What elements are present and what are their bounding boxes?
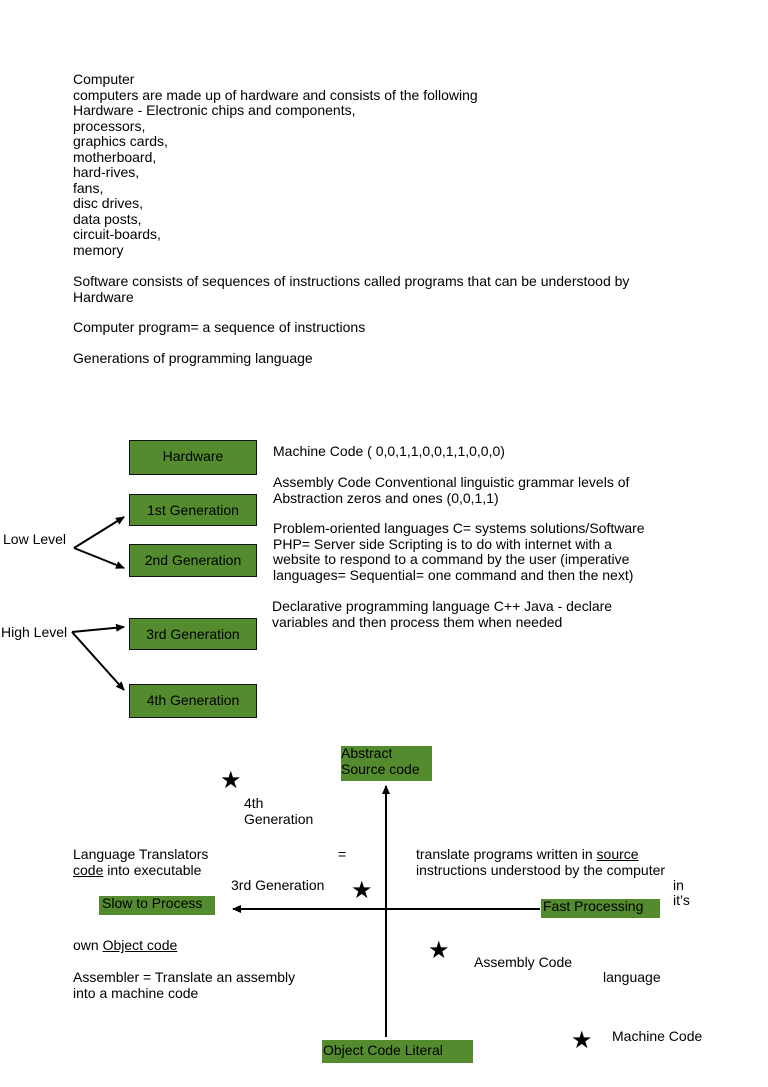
software-line-2: Hardware [73,288,134,305]
problem-desc-line: PHP= Server side Scripting is to do with… [273,535,612,552]
high-level-arrow-1 [71,623,125,633]
assembler-line: Assembler = Translate an assembly [73,969,296,985]
intro-line: processors, [73,117,146,134]
assembly-desc: Assembly Code Conventional linguistic gr… [273,474,630,506]
gen3-label: 3rd Generation [231,877,325,893]
abstract-source-box: Abstract Source code [341,745,432,781]
high-level-label: High Level [1,624,68,640]
gen4-box: 4th Generation [129,684,257,718]
translators-equals: = [338,846,347,862]
slow-to-process-box: Slow to Process [99,895,215,915]
assembly-desc-line: Assembly Code Conventional linguistic gr… [273,474,630,490]
intro-line: data posts, [73,210,142,227]
generations-heading: Generations of programming language [73,350,313,366]
intro-line: fans, [73,179,104,196]
intro-line: memory [73,241,124,258]
its-word: it’s [673,892,690,908]
into-executable: into executable [103,861,202,878]
declarative-desc-line: variables and then process them when nee… [272,613,563,630]
gen1-box: 1st Generation [129,494,257,526]
own-object-code: own Object code [73,937,178,954]
translate-text: translate programs written in [416,846,597,862]
assembly-desc-line: Abstraction zeros and ones (0,0,1,1) [273,489,499,506]
low-level-arrow-2 [73,547,125,569]
assembler-definition: Assembler = Translate an assembly into a… [73,969,296,1001]
problem-desc-line: Problem-oriented languages C= systems so… [273,520,645,536]
star-icon: ★ [571,1027,593,1054]
software-definition: Software consists of sequences of instru… [73,273,630,305]
object-code-literal-box: Object Code Literal [322,1040,473,1063]
assembler-line: into a machine code [73,984,199,1001]
intro-line: Computer [73,71,135,87]
language-word: language [603,969,661,985]
intro-line: Hardware - Electronic chips and componen… [73,102,356,118]
source-code-label: Source code [341,760,420,777]
translators-right-line-2: instructions understood by the computer [416,861,666,878]
source-word: source [596,846,639,862]
gen4-label: 4th Generation [244,795,314,827]
own-word: own [73,937,103,953]
high-level-arrow-2 [71,631,125,691]
gen4-label-line: 4th [244,795,264,811]
machine-code-desc: Machine Code ( 0,0,1,1,0,0,1,1,0,0,0) [273,443,505,459]
gen3-box: 3rd Generation [129,618,257,650]
code-word: code [73,861,104,878]
low-level-label: Low Level [3,531,67,547]
star-icon: ★ [428,937,450,964]
software-line-1: Software consists of sequences of instru… [73,273,630,289]
translators-left: Language Translators code into executabl… [73,846,209,879]
problem-desc-line: languages= Sequential= one command and t… [273,566,634,583]
gen4-label-line: Generation [244,810,314,827]
object-code-word: Object code [102,937,178,953]
declarative-desc: Declarative programming language C++ Jav… [272,598,613,630]
intro-line: hard-rives, [73,164,140,180]
problem-oriented-desc: Problem-oriented languages C= systems so… [273,520,645,583]
program-definition: Computer program= a sequence of instruct… [73,319,366,335]
translators-right-line-1: translate programs written in source [416,846,665,863]
star-icon: ★ [351,877,373,904]
translators-title: Language Translators [73,846,209,862]
problem-desc-line: website to respond to a command by the u… [273,551,630,567]
abstract-label: Abstract [341,745,393,761]
declarative-desc-line: Declarative programming language C++ Jav… [272,598,613,614]
hardware-box: Hardware [129,440,257,475]
intro-line: disc drives, [73,195,144,211]
assembly-code-label: Assembly Code [474,954,573,970]
in-word: in [673,877,684,893]
intro-line: graphics cards, [73,133,168,149]
intro-line: circuit-boards, [73,226,161,242]
intro-line: computers are made up of hardware and co… [73,86,478,103]
star-icon: ★ [220,767,242,794]
intro-list: Computer computers are made up of hardwa… [73,71,478,258]
intro-line: motherboard, [73,148,157,165]
translators-line-2: code into executable [73,861,208,879]
fast-processing-box: Fast Processing [541,898,660,918]
low-level-arrow-1 [73,516,125,549]
machine-code-label: Machine Code [612,1028,703,1044]
gen2-box: 2nd Generation [129,544,257,577]
translators-right: translate programs written in source ins… [416,846,666,878]
